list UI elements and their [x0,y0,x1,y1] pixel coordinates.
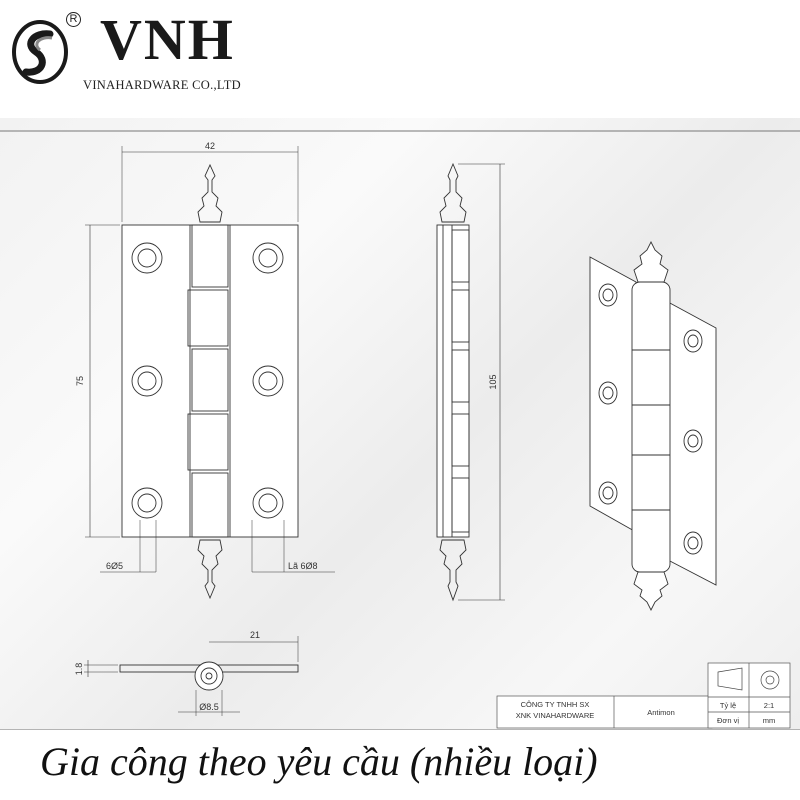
vnh-logo-icon [12,20,68,84]
brand-name: VNH [100,7,235,72]
hinge-top-view [119,661,299,691]
dimension-label-thickness: 1.8 [74,663,84,676]
header: R VNH VINAHARDWARE CO.,LTD [0,0,800,118]
title-block [496,662,791,729]
dimension-label-countersink: Lã 6Ø8 [288,561,318,571]
title-block-scale-label: Tỷ lệ [720,701,736,710]
hinge-side-view [436,162,470,602]
dimension-label-total-height: 105 [488,374,498,389]
dimension-label-pin-diameter: Ø8.5 [199,702,219,712]
caption-text: Gia công theo yêu cầu (nhiều loại) [40,739,598,784]
dimension-label-width: 42 [205,141,215,151]
title-block-company-line2: XNK VINAHARDWARE [516,711,594,720]
title-block-scale-value: 2:1 [764,701,774,710]
company-name: VINAHARDWARE CO.,LTD [83,78,241,92]
title-block-company-line1: CÔNG TY TNHH SX [521,700,590,709]
title-block-unit-label: Đơn vị [717,716,739,725]
technical-drawing: 42 75 105 6Ø5 Lã 6Ø8 21 1.8 Ø8.5 CÔNG TY… [0,118,800,730]
hinge-isometric-view [589,240,717,612]
title-block-unit-value: mm [763,716,776,725]
caption-bar: Gia công theo yêu cầu (nhiều loại) [0,732,800,800]
dimension-label-leaf-width: 21 [250,630,260,640]
registered-mark: R [66,12,81,27]
dimension-label-holes: 6Ø5 [106,561,123,571]
dimension-label-height: 75 [75,376,85,386]
hinge-front-view [121,163,299,600]
title-block-material: Antimon [647,708,675,717]
